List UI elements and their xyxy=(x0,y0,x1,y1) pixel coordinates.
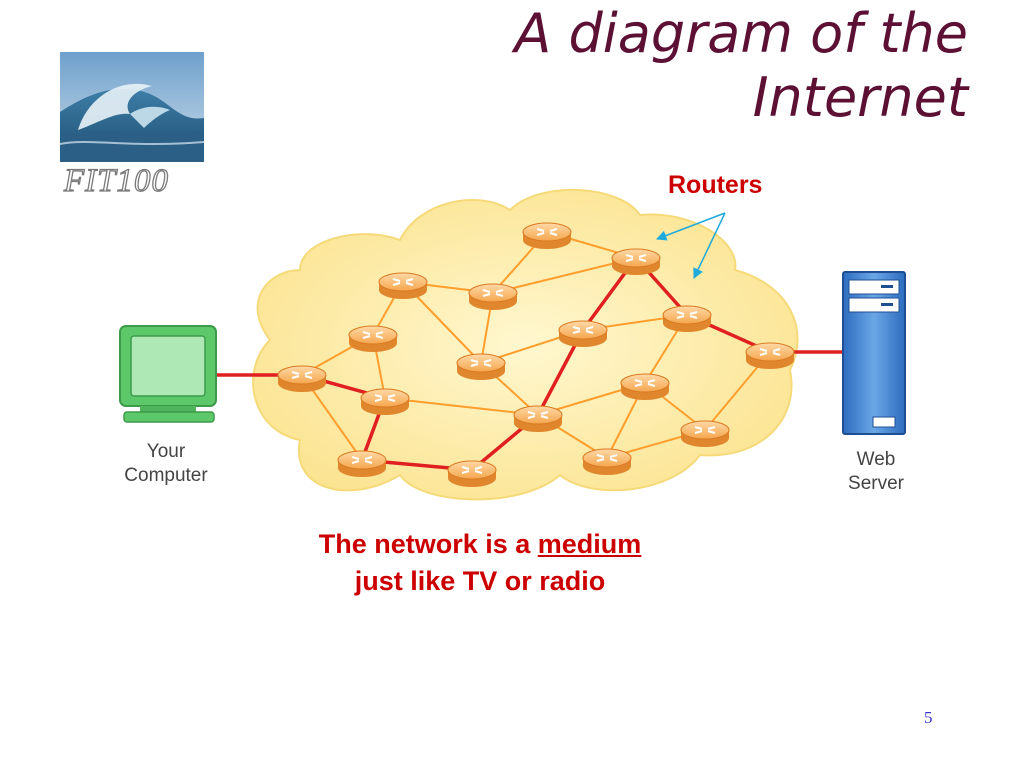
router-icon xyxy=(522,222,572,250)
router-icon xyxy=(348,325,398,353)
router-icon xyxy=(558,320,608,348)
page-number: 5 xyxy=(924,708,933,727)
web-server-line-1: Web xyxy=(856,449,896,470)
caption-emphasis: medium xyxy=(537,529,642,559)
router-icon xyxy=(456,353,506,381)
router-icon xyxy=(745,342,795,370)
title-line-2: Internet xyxy=(752,66,968,129)
router-icon xyxy=(620,373,670,401)
router-icon xyxy=(611,248,661,276)
your-computer-line-2: Computer xyxy=(124,465,208,486)
slide-title: A diagram of the Internet xyxy=(514,2,968,130)
web-server-label: Web Server xyxy=(826,448,926,496)
caption-line-2: just like TV or radio xyxy=(354,566,606,596)
router-icon xyxy=(378,272,428,300)
your-computer-line-1: Your xyxy=(146,441,186,462)
caption: The network is a medium just like TV or … xyxy=(230,526,730,600)
internet-cloud xyxy=(252,188,799,501)
routers-label: Routers xyxy=(668,171,763,199)
router-icon xyxy=(468,283,518,311)
router-icon xyxy=(680,420,730,448)
computer-icon xyxy=(119,325,217,423)
router-icon xyxy=(582,448,632,476)
your-computer-label: Your Computer xyxy=(106,440,226,488)
server-icon xyxy=(842,271,906,435)
logo-text: FIT100 xyxy=(63,162,169,199)
router-icon xyxy=(337,450,387,478)
title-line-1: A diagram of the xyxy=(514,2,968,65)
router-icon xyxy=(662,305,712,333)
router-icon xyxy=(277,365,327,393)
caption-part-1: The network is a xyxy=(318,529,538,559)
caption-line-1: The network is a medium xyxy=(230,526,730,563)
wave-logo-image xyxy=(60,52,204,162)
router-icon xyxy=(360,388,410,416)
router-icon xyxy=(513,405,563,433)
router-icon xyxy=(447,460,497,488)
web-server-line-2: Server xyxy=(848,473,904,494)
routers-callout-arrows xyxy=(656,212,726,279)
